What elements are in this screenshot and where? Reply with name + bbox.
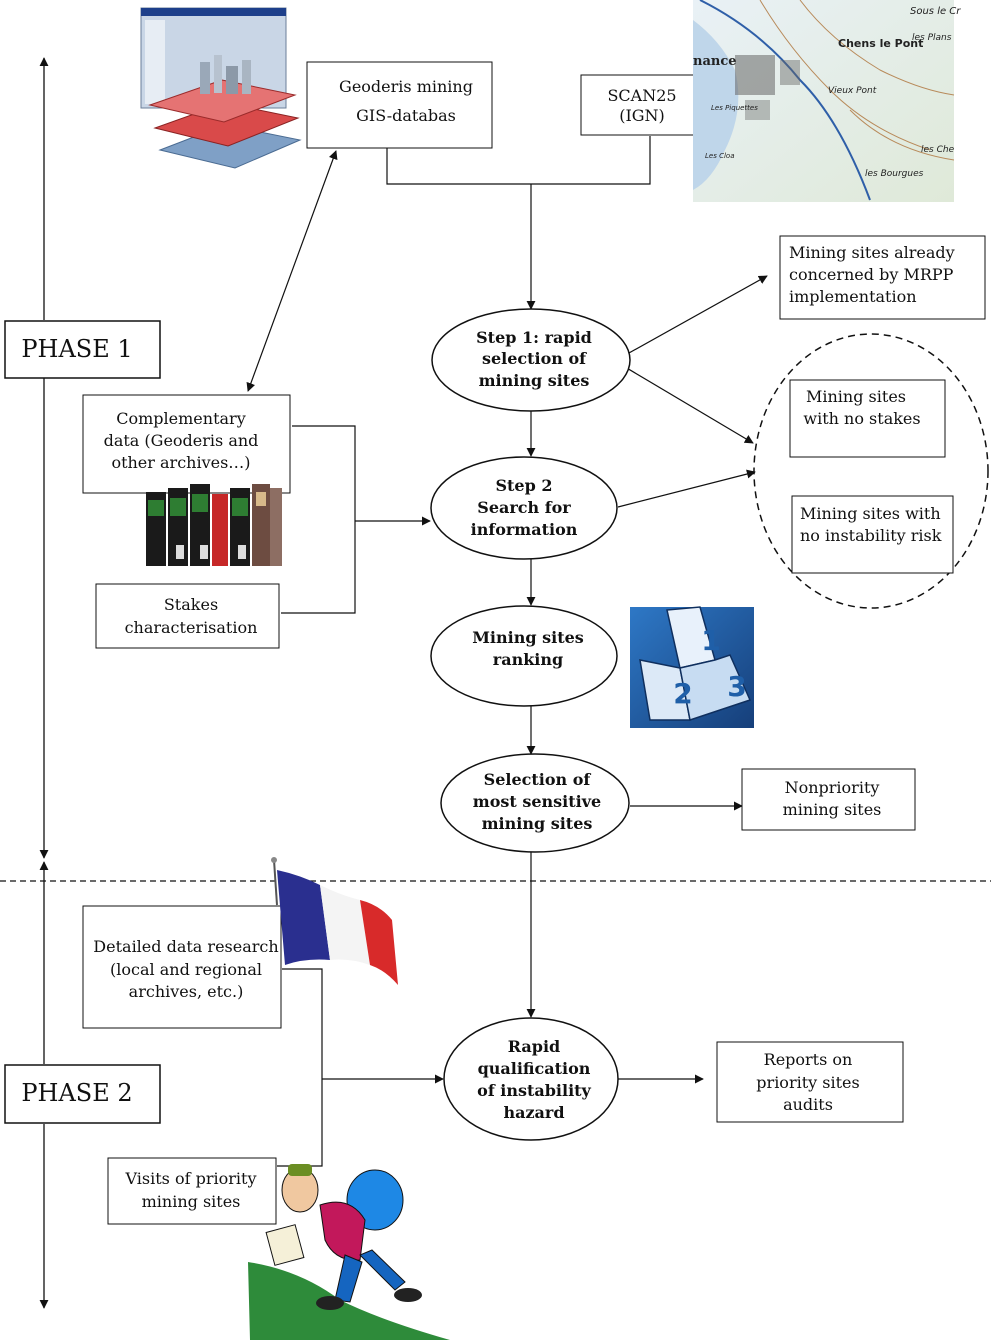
no-action-group-ellipse: [753, 333, 989, 609]
map-label-1: Chens le Pont: [838, 37, 923, 50]
mrpp-line1: Mining sites already: [789, 243, 955, 262]
complementary-box: Complementary data (Geoderis and other a…: [82, 394, 291, 494]
detailed-line3: archives, etc.): [129, 982, 244, 1001]
no-instability-line2: no instability risk: [800, 526, 942, 545]
gis-layers-icon: [140, 7, 302, 169]
connector-gis-merge: [386, 136, 651, 185]
stakes-line2: characterisation: [125, 618, 258, 637]
mrpp-line3: implementation: [789, 287, 917, 306]
no-instability-box: Mining sites with no instability risk: [791, 495, 954, 574]
connector-gis-complementary: [246, 150, 338, 392]
selection-line2: most sensitive: [473, 792, 601, 811]
scan25-line2: (IGN): [619, 106, 665, 125]
podium-label-3: 3: [727, 670, 746, 703]
ranking-line1: Mining sites: [472, 628, 584, 647]
phase2-text: PHASE 2: [21, 1079, 132, 1107]
selection-line1: Selection of: [484, 770, 592, 789]
step1-line1: Step 1: rapid: [476, 328, 592, 347]
stakes-line1: Stakes: [164, 595, 218, 614]
connector-step2-noinstability: [617, 469, 756, 508]
geoderis-gis-line1: Geoderis mining: [339, 77, 473, 96]
map-label-5: les Che: [921, 145, 955, 155]
visits-line1: Visits of priority: [125, 1169, 257, 1188]
connector-step1-nostakes: [619, 363, 754, 444]
rapid-line4: hazard: [503, 1103, 564, 1122]
phase1-text: PHASE 1: [21, 335, 132, 363]
podium-label-1: 1: [701, 624, 720, 657]
nonpriority-box: Nonpriority mining sites: [741, 768, 916, 831]
scan25-line1: SCAN25: [607, 86, 676, 105]
reports-line2: priority sites: [756, 1073, 859, 1092]
reports-box: Reports on priority sites audits: [716, 1041, 904, 1123]
step2-line3: information: [471, 520, 578, 539]
stakes-box: Stakes characterisation: [95, 583, 280, 649]
connector-bracket-phase2: [277, 968, 323, 1167]
ranking-ellipse: Mining sites ranking: [430, 605, 618, 707]
ranking-line2: ranking: [493, 650, 563, 669]
topographic-map-icon: Sous le Cr Chens le Pont les Plans nance…: [693, 0, 961, 202]
rapid-line3: of instability: [477, 1081, 591, 1100]
map-label-7: Les Piquettes: [711, 104, 758, 112]
hiker-icon: [248, 1164, 450, 1340]
step2-line1: Step 2: [495, 476, 552, 495]
archive-books-icon: [146, 484, 282, 566]
step1-line3: mining sites: [479, 371, 590, 390]
step1-line2: selection of: [482, 349, 587, 368]
visits-line2: mining sites: [142, 1192, 241, 1211]
french-flag-icon: [271, 857, 398, 985]
reports-line3: audits: [783, 1095, 833, 1114]
geoderis-gis-line2: GIS-databas: [356, 106, 456, 125]
podium-icon: 1 2 3: [630, 606, 754, 728]
complementary-line1: Complementary: [116, 409, 245, 428]
no-stakes-line2: with no stakes: [803, 409, 920, 428]
map-label-4: Vieux Pont: [828, 86, 877, 96]
detailed-box: Detailed data research (local and region…: [82, 905, 282, 1029]
visits-box: Visits of priority mining sites: [107, 1157, 277, 1225]
nonpriority-line1: Nonpriority: [785, 778, 880, 797]
podium-label-2: 2: [673, 677, 692, 710]
step2-ellipse: Step 2 Search for information: [430, 456, 618, 560]
mrpp-line2: concerned by MRPP: [789, 265, 954, 284]
no-instability-line1: Mining sites with: [800, 504, 941, 523]
complementary-line2: data (Geoderis and: [104, 431, 259, 450]
map-label-2: les Plans: [912, 33, 952, 43]
map-label-8: Les Cloa: [705, 152, 734, 160]
detailed-line2: (local and regional: [110, 960, 262, 979]
geoderis-gis-box: Geoderis mining GIS-databas: [306, 61, 493, 149]
connector-step1-mrpp: [619, 275, 768, 359]
phase2-label: PHASE 2: [4, 1064, 161, 1124]
connector-bracket-phase1: [281, 425, 356, 614]
reports-line1: Reports on: [764, 1050, 853, 1069]
no-stakes-box: Mining sites with no stakes: [789, 379, 946, 458]
complementary-line3: other archives…): [111, 453, 250, 472]
map-label-6: les Bourgues: [865, 169, 924, 179]
connectors: [246, 136, 768, 1167]
rapid-line1: Rapid: [508, 1037, 560, 1056]
map-label-0: Sous le Cr: [910, 6, 961, 17]
no-stakes-line1: Mining sites: [806, 387, 906, 406]
step1-ellipse: Step 1: rapid selection of mining sites: [431, 308, 631, 412]
step2-line2: Search for: [477, 498, 571, 517]
nonpriority-line2: mining sites: [783, 800, 882, 819]
map-label-3: nance: [693, 54, 737, 69]
phase1-label: PHASE 1: [4, 320, 161, 379]
selection-ellipse: Selection of most sensitive mining sites: [440, 753, 630, 853]
scan25-box: SCAN25 (IGN): [580, 74, 703, 136]
detailed-line1: Detailed data research: [93, 937, 278, 956]
mrpp-box: Mining sites already concerned by MRPP i…: [779, 235, 986, 320]
rapid-line2: qualification: [478, 1059, 591, 1078]
rapid-ellipse: Rapid qualification of instability hazar…: [443, 1017, 619, 1141]
selection-line3: mining sites: [482, 814, 593, 833]
